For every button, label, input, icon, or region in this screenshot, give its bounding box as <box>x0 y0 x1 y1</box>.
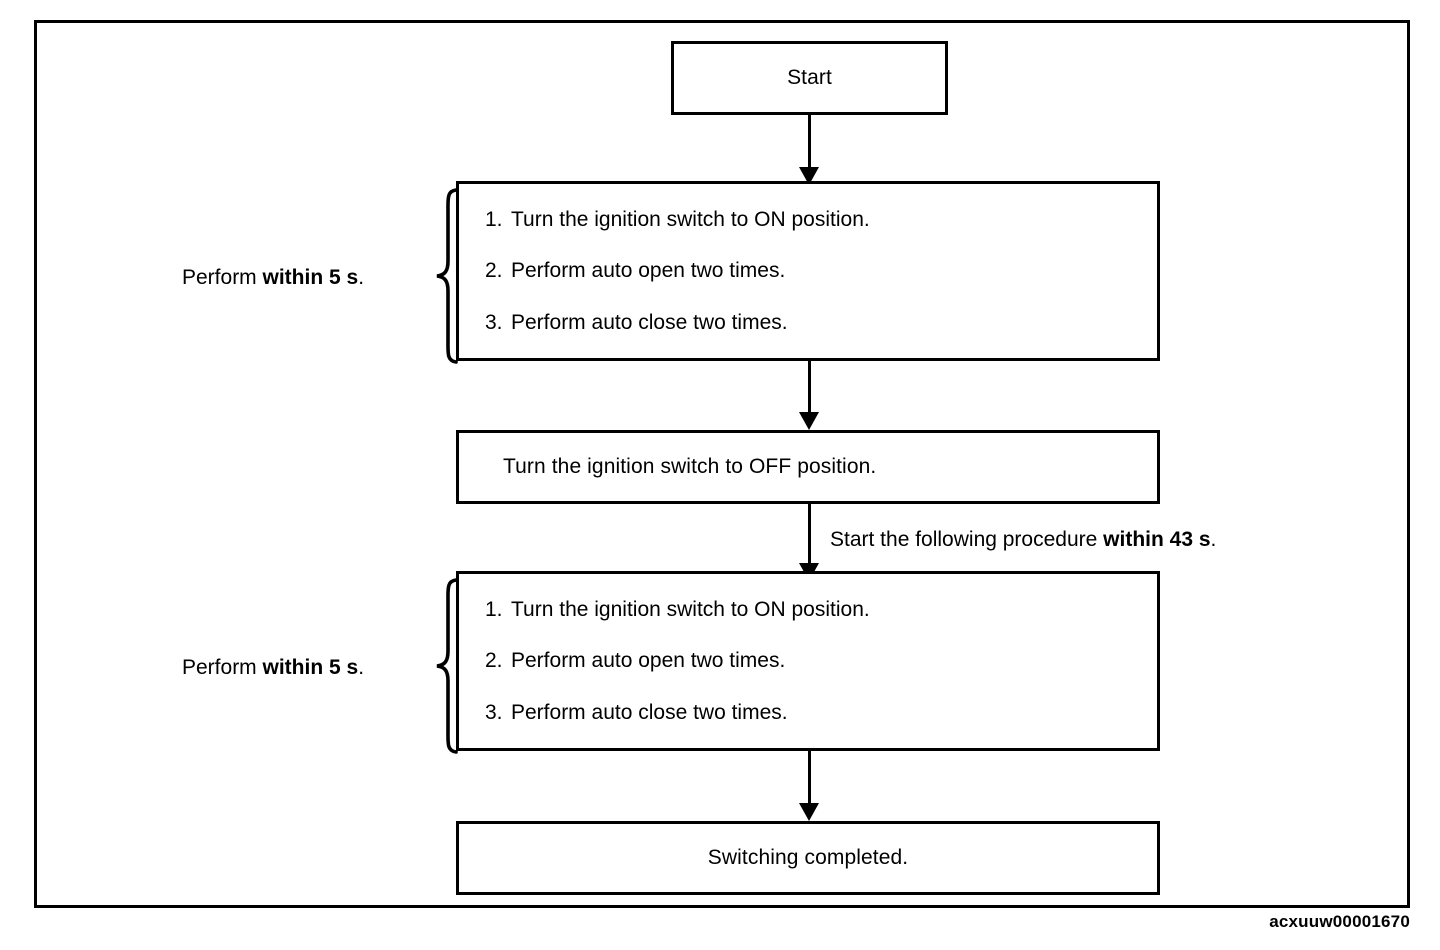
transition-annotation-prefix: Start the following procedure <box>830 528 1104 551</box>
step-text: Perform auto open two times. <box>511 259 786 283</box>
brace-block2-icon <box>433 577 459 755</box>
ignition-off-box: Turn the ignition switch to OFF position… <box>456 430 1160 504</box>
figure-id-code: acxuuw00001670 <box>1269 912 1410 931</box>
ignition-off-box-label: Turn the ignition switch to OFF position… <box>503 455 877 479</box>
list-item: 2. Perform auto open two times. <box>485 258 1157 283</box>
step-text: Perform auto close two times. <box>511 700 788 724</box>
timing-label-block1-prefix: Perform <box>182 266 263 289</box>
timing-label-block2-emphasis: within 5 s <box>262 656 359 679</box>
timing-label-block1-suffix: . <box>358 266 365 289</box>
step-text: Turn the ignition switch to ON position. <box>511 598 870 622</box>
timing-label-block2-prefix: Perform <box>182 656 263 679</box>
list-item: 2. Perform auto open two times. <box>485 648 1157 673</box>
procedure-box-2: 1. Turn the ignition switch to ON positi… <box>456 571 1160 751</box>
transition-annotation: Start the following procedure within 43 … <box>830 527 1216 552</box>
step-number: 2. <box>485 649 503 673</box>
start-box-label: Start <box>787 66 832 90</box>
step-number: 2. <box>485 259 503 283</box>
end-box: Switching completed. <box>456 821 1160 895</box>
step-number: 1. <box>485 208 503 232</box>
transition-annotation-suffix: . <box>1210 528 1217 551</box>
start-box: Start <box>671 41 948 115</box>
list-item: 3. Perform auto close two times. <box>485 700 1157 725</box>
step-list-block2: 1. Turn the ignition switch to ON positi… <box>459 597 1157 725</box>
list-item: 1. Turn the ignition switch to ON positi… <box>485 207 1157 232</box>
timing-label-block2: Perform within 5 s. <box>182 655 364 680</box>
procedure-box-1: 1. Turn the ignition switch to ON positi… <box>456 181 1160 361</box>
diagram-frame: Start Perform within 5 s. 1. Turn the ig… <box>34 20 1410 908</box>
brace-block1-icon <box>433 187 459 365</box>
transition-annotation-emphasis: within 43 s <box>1103 528 1211 551</box>
connector-start-to-block1 <box>799 115 819 185</box>
step-text: Turn the ignition switch to ON position. <box>511 208 870 232</box>
end-box-label: Switching completed. <box>707 846 909 870</box>
step-text: Perform auto open two times. <box>511 649 786 673</box>
list-item: 3. Perform auto close two times. <box>485 310 1157 335</box>
list-item: 1. Turn the ignition switch to ON positi… <box>485 597 1157 622</box>
step-text: Perform auto close two times. <box>511 310 788 334</box>
connector-block2-to-end <box>799 751 819 823</box>
connector-block1-to-off <box>799 361 819 431</box>
step-number: 3. <box>485 310 503 334</box>
step-list-block1: 1. Turn the ignition switch to ON positi… <box>459 207 1157 335</box>
step-number: 3. <box>485 700 503 724</box>
timing-label-block2-suffix: . <box>358 656 365 679</box>
step-number: 1. <box>485 598 503 622</box>
timing-label-block1-emphasis: within 5 s <box>262 266 359 289</box>
timing-label-block1: Perform within 5 s. <box>182 265 364 290</box>
